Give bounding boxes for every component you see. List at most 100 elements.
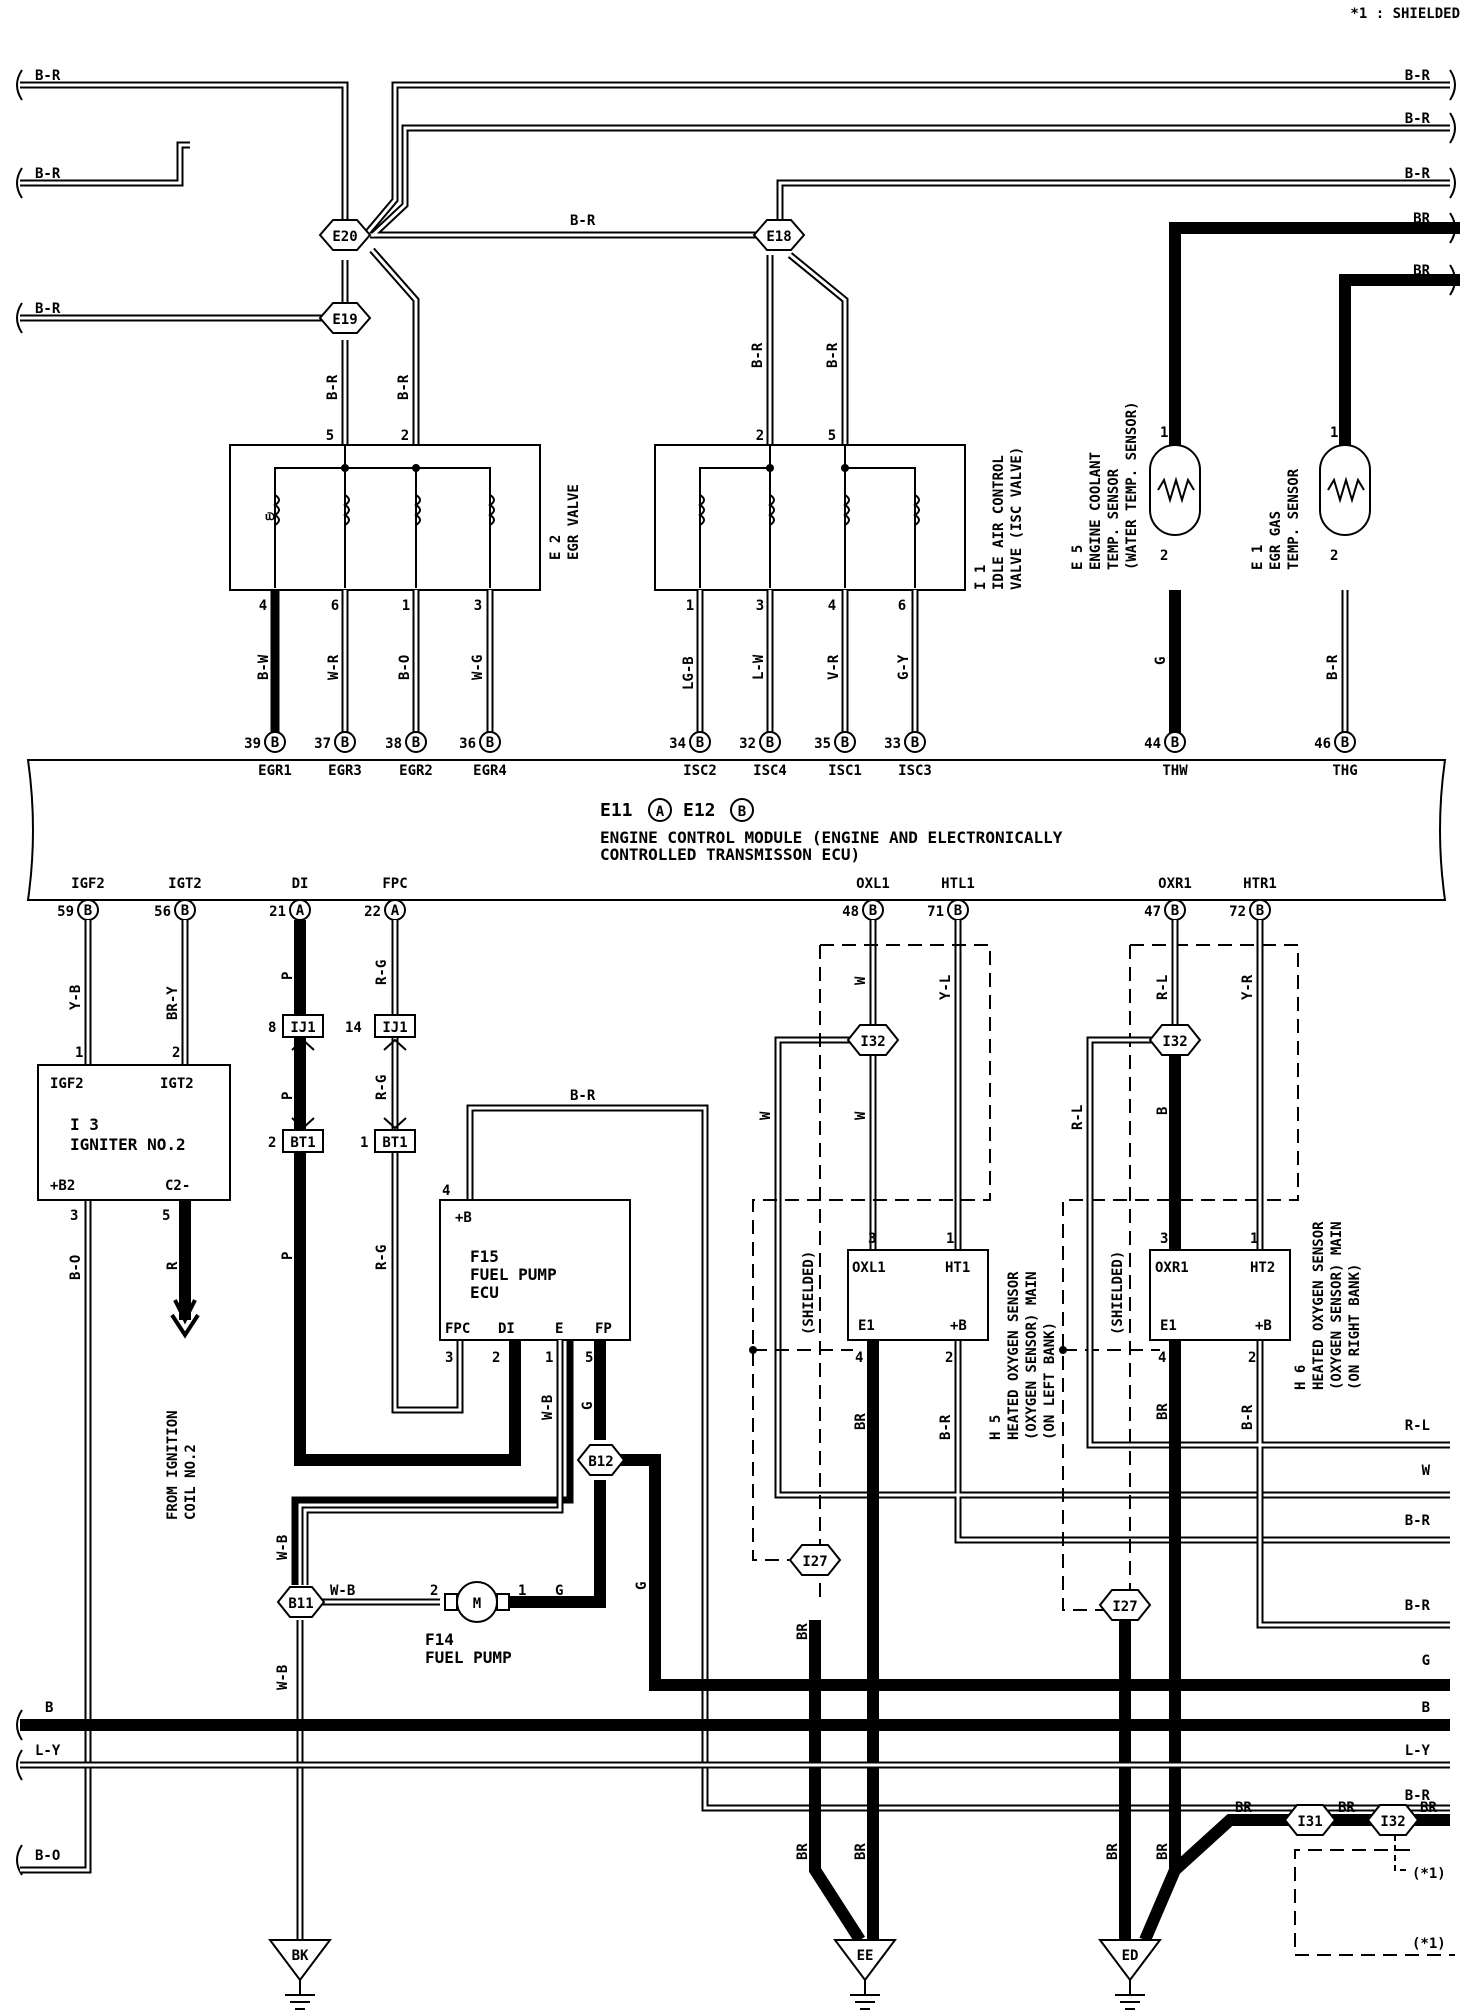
pin-number: 71 — [927, 904, 944, 920]
svg-text:(OXYGEN SENSOR) MAIN: (OXYGEN SENSOR) MAIN — [1024, 1271, 1040, 1440]
wire-label: BR — [1420, 1800, 1437, 1816]
wire-label: BR — [1155, 1843, 1171, 1860]
wire-label: W-R — [326, 654, 342, 680]
pin-number: 48 — [842, 904, 859, 920]
wire-label: BR — [1235, 1800, 1252, 1816]
wire-label: B-R — [325, 374, 341, 400]
svg-text:E20: E20 — [332, 229, 357, 245]
connector-bt1-b: BT1 1 — [360, 1129, 416, 1153]
svg-text:IJ1: IJ1 — [290, 1020, 315, 1036]
left-wire-label: B-O — [35, 1848, 60, 1864]
svg-text:IGNITER NO.2: IGNITER NO.2 — [70, 1135, 186, 1154]
wire-label: B-R — [396, 374, 412, 400]
svg-text:DI: DI — [498, 1321, 515, 1337]
junction-b12: B12 — [576, 1444, 626, 1476]
wire-label: W-G — [470, 655, 486, 680]
svg-text:BT1: BT1 — [290, 1135, 315, 1151]
svg-text:ED: ED — [1122, 1948, 1139, 1964]
pin-number: 34 — [669, 736, 686, 752]
pin-number: 36 — [459, 736, 476, 752]
svg-text:4: 4 — [855, 1350, 863, 1366]
svg-text:F14: F14 — [425, 1630, 454, 1649]
pin-number: 37 — [314, 736, 331, 752]
pin-name: HTL1 — [941, 876, 975, 892]
from-ignition-label: COIL NO.2 — [183, 1444, 199, 1520]
svg-text:B11: B11 — [288, 1596, 313, 1612]
pin-number: 46 — [1314, 736, 1331, 752]
pin-number: 39 — [244, 736, 261, 752]
svg-text:I 1: I 1 — [973, 565, 989, 590]
pin-number: 56 — [154, 904, 171, 920]
ecu-bottom-pins: B59IGF2B56IGT2A21DIA22FPCB48OXL1B71HTL1B… — [57, 876, 1277, 921]
pin-name: EGR3 — [328, 763, 362, 779]
pin-name: ISC1 — [828, 763, 862, 779]
left-wire-label: B-R — [35, 68, 61, 84]
right-wire-label: B-R — [1405, 68, 1431, 84]
svg-text:HEATED OXYGEN SENSOR: HEATED OXYGEN SENSOR — [1006, 1271, 1022, 1440]
svg-text:FUEL PUMP: FUEL PUMP — [425, 1648, 512, 1667]
right-wire-label: L-Y — [1405, 1743, 1431, 1759]
wire-label: Y-L — [938, 975, 954, 1000]
svg-text:3: 3 — [868, 1231, 876, 1247]
connector-ij1-a: IJ1 8 — [268, 1014, 324, 1038]
svg-text:VALVE (ISC VALVE): VALVE (ISC VALVE) — [1009, 447, 1025, 590]
svg-text:BK: BK — [292, 1948, 309, 1964]
svg-text:IDLE AIR CONTROL: IDLE AIR CONTROL — [991, 455, 1007, 590]
oxygen-sensor-right: 3 1 OXR1 HT2 E1 +B 4 2 H 6 HEATED OXYGEN… — [1110, 1221, 1363, 1390]
svg-text:TEMP. SENSOR: TEMP. SENSOR — [1106, 468, 1122, 570]
wire-label: B-R — [750, 342, 766, 368]
svg-text:4: 4 — [259, 598, 267, 614]
fuel-pump-ecu: 4 +B F15 FUEL PUMP ECU FPC DI E FP 3 2 1… — [439, 1183, 631, 1366]
svg-text:2: 2 — [492, 1350, 500, 1366]
ground-ed: ED — [1098, 1939, 1162, 2010]
svg-text:BT1: BT1 — [382, 1135, 407, 1151]
right-wire-label: BR — [1413, 263, 1430, 279]
wire-label: BR — [1155, 1403, 1171, 1420]
shield-mark: (*1) — [1412, 1936, 1446, 1952]
wire-label: B-O — [397, 655, 413, 680]
wire-label: W-B — [540, 1395, 556, 1420]
pin-connector-letter: B — [1341, 735, 1349, 751]
svg-text:IGF2: IGF2 — [50, 1076, 84, 1092]
wire-label: R — [165, 1261, 181, 1270]
pin-number: 38 — [385, 736, 402, 752]
fuel-pump-motor: M 2 1 F14 FUEL PUMP — [425, 1581, 526, 1667]
wire-label: W — [853, 976, 869, 985]
pin-number: 59 — [57, 904, 74, 920]
svg-text:3: 3 — [445, 1350, 453, 1366]
right-wire-label: B-R — [1405, 1598, 1431, 1614]
svg-text:E18: E18 — [766, 229, 791, 245]
svg-text:I32: I32 — [860, 1034, 885, 1050]
junction-i32-bottom: I32 — [1366, 1804, 1420, 1836]
svg-text:14: 14 — [345, 1020, 362, 1036]
pin-number: 44 — [1144, 736, 1161, 752]
svg-text:6: 6 — [898, 598, 906, 614]
junction-i27-left: I27 — [788, 1544, 842, 1576]
wire-label: P — [280, 1252, 296, 1260]
pin-name: THW — [1162, 763, 1188, 779]
pin-name: DI — [292, 876, 309, 892]
pin-name: ISC2 — [683, 763, 717, 779]
pin-connector-letter: A — [296, 903, 305, 919]
svg-text:B12: B12 — [588, 1454, 613, 1470]
pin-name: ISC4 — [753, 763, 787, 779]
right-wire-label: BR — [1413, 211, 1430, 227]
svg-text:2: 2 — [172, 1045, 180, 1061]
pin-name: THG — [1332, 763, 1357, 779]
wire-label: Y-R — [1240, 974, 1256, 1000]
svg-text:I32: I32 — [1380, 1814, 1405, 1830]
svg-text:5: 5 — [162, 1208, 170, 1224]
svg-text:(WATER TEMP. SENSOR): (WATER TEMP. SENSOR) — [1124, 401, 1140, 570]
wire-label: W-B — [330, 1583, 355, 1599]
svg-text:EGR GAS: EGR GAS — [1268, 511, 1284, 570]
pin-connector-letter: B — [766, 735, 774, 751]
right-wire-label: G — [1422, 1653, 1430, 1669]
wire-label: W-B — [275, 1665, 291, 1690]
svg-text:E 1: E 1 — [1250, 545, 1266, 570]
pin-number: 35 — [814, 736, 831, 752]
wire-label: W — [853, 1111, 869, 1120]
